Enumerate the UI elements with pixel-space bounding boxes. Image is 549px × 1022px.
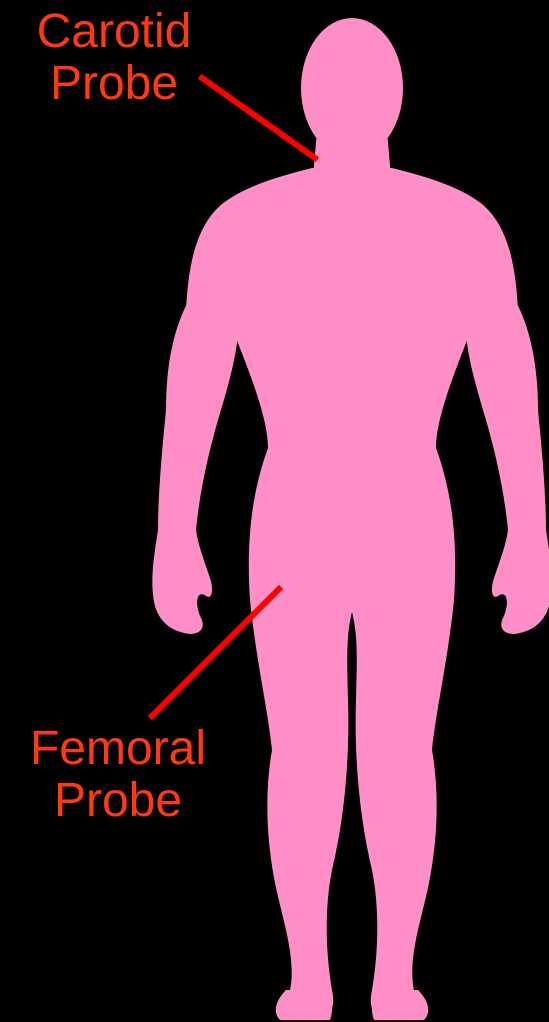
femoral-label-line1: Femoral — [0, 723, 236, 775]
carotid-probe-label: Carotid Probe — [0, 6, 228, 110]
carotid-label-line2: Probe — [0, 58, 228, 110]
right-foot — [372, 990, 428, 1020]
femoral-label-line2: Probe — [0, 775, 236, 827]
carotid-label-line1: Carotid — [0, 6, 228, 58]
femoral-probe-label: Femoral Probe — [0, 723, 236, 827]
left-foot — [276, 990, 332, 1020]
